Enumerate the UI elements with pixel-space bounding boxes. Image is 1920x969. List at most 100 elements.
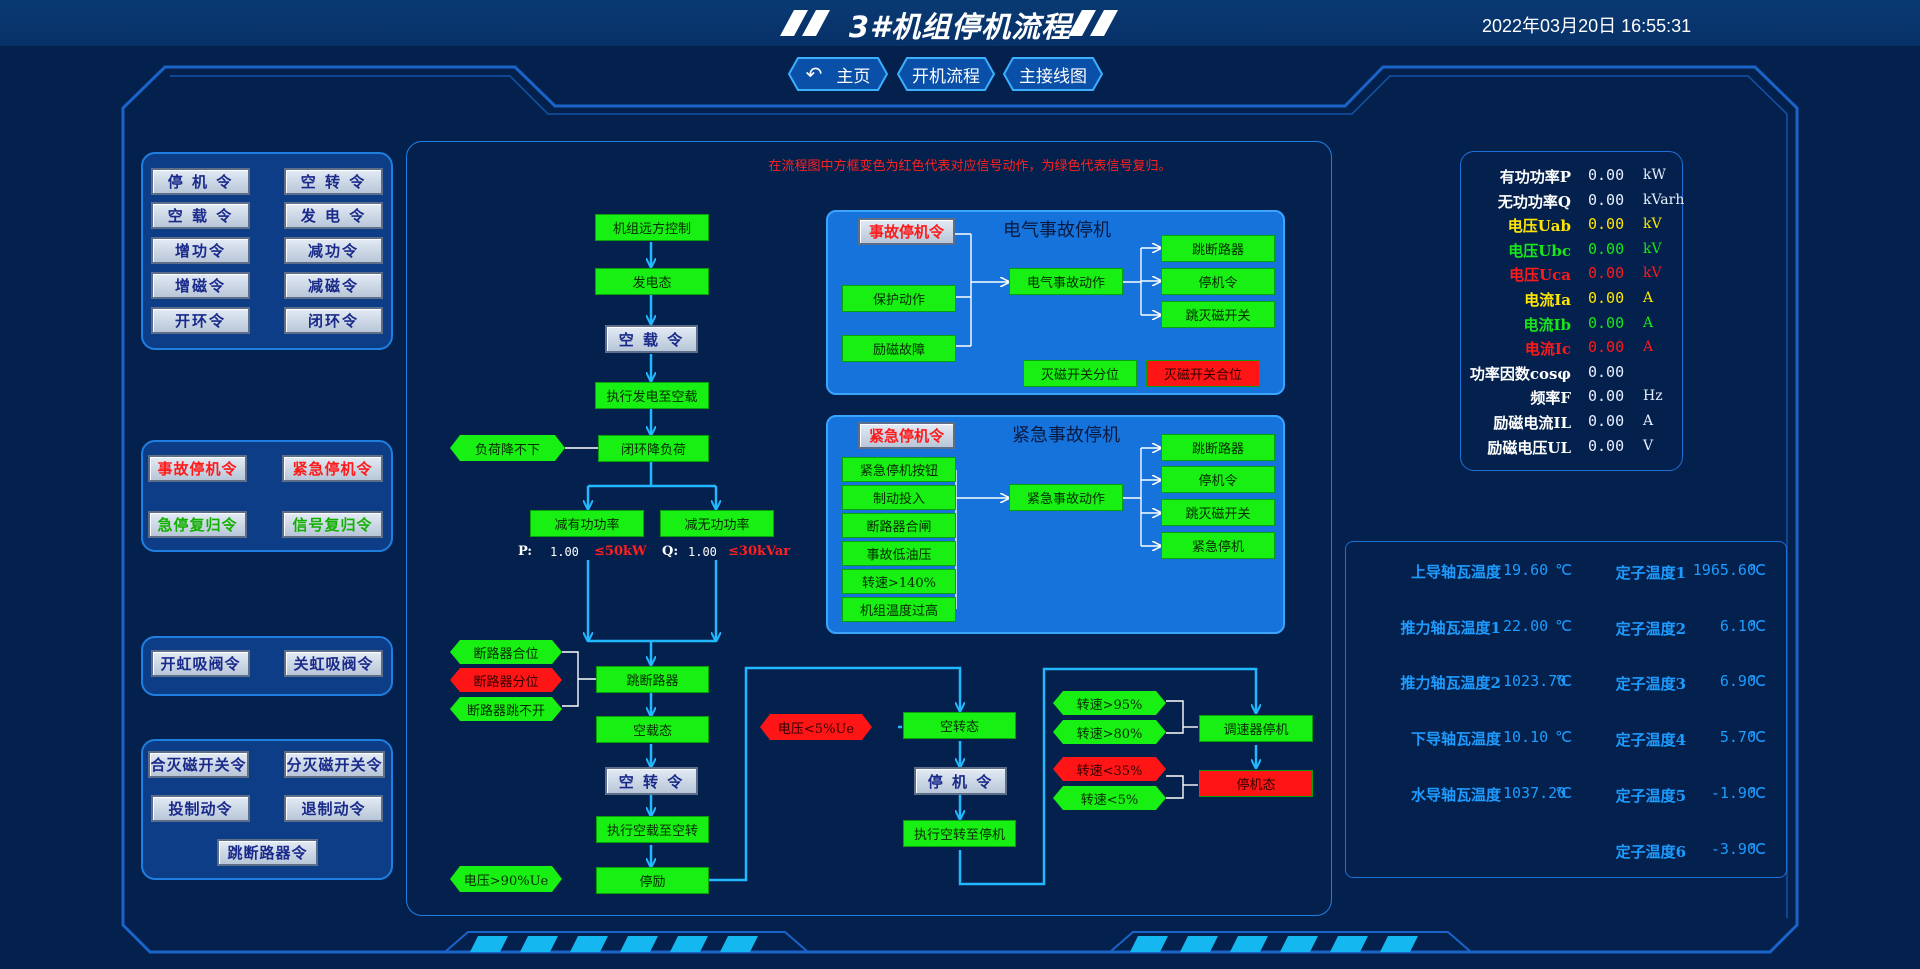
idle-state-box: 空转态 [903,712,1016,739]
temp-unit: ℃ [1555,561,1572,579]
measure-value: 0.00 [1588,264,1625,283]
em-input-oil-box: 事故低油压 [842,541,956,566]
close-fmsw-button[interactable]: 合灭磁开关令 [148,751,249,778]
de-excitation-box: 停励 [596,867,709,894]
reduce-load-box: 闭环降负荷 [598,435,709,462]
measure-label: 有功功率P [1499,168,1571,186]
temp-label: 推力轴瓦温度1 [1400,619,1501,637]
speed-gt80-signal: 转速>80% [1053,720,1166,744]
measure-value: 0.00 [1588,289,1625,307]
temp-label: 定子温度3 [1615,675,1686,693]
trip-breaker-button[interactable]: 跳断路器令 [217,839,318,866]
temp-label: 定子温度5 [1615,787,1686,805]
fmsw-closed-box: 灭磁开关合位 [1146,360,1260,387]
protection-action-box: 保护动作 [842,285,956,312]
p-value: 1.00 [550,545,579,559]
q-label: Q: [662,544,679,559]
stop-command-button[interactable]: 停 机 令 [151,168,250,195]
temp-unit: ℃ [1555,784,1572,802]
measure-label: 电压Uca [1509,266,1571,285]
ef-stop-cmd-box: 停机令 [1161,268,1275,295]
load-not-reduced-signal: 负荷降不下 [450,435,565,461]
measure-value: 0.00 [1588,387,1625,406]
close-siphon-valve-button[interactable]: 关虹吸阀令 [284,650,383,677]
measure-unit: A [1643,314,1654,331]
voltage-gt90-signal: 电压>90%Ue [450,866,562,892]
back-arrow-icon: ↶ [805,62,823,86]
electric-fault-title: 电气事故停机 [1003,220,1111,241]
flow-note: 在流程图中方框变色为红色代表对应信号动作，为绿色代表信号复归。 [768,159,1172,174]
release-brake-button[interactable]: 退制动令 [284,795,383,822]
close-loop-button[interactable]: 闭环令 [284,307,383,334]
decrease-power-button[interactable]: 减功令 [284,237,383,264]
open-loop-button[interactable]: 开环令 [151,307,250,334]
temp-label: 定子温度1 [1615,564,1686,582]
home-button[interactable]: ↶ 主页 [788,57,888,91]
idle-command-button[interactable]: 空 转 令 [284,168,383,195]
measure-label: 励磁电压UL [1487,438,1571,457]
measure-value: 0.00 [1588,412,1625,430]
measure-unit: V [1643,437,1654,454]
measure-value: 0.00 [1588,313,1625,332]
temp-label: 推力轴瓦温度2 [1400,674,1501,692]
increase-power-button[interactable]: 增功令 [151,237,250,264]
measure-unit: kV [1643,265,1662,282]
stop-command-flow-box: 停 机 令 [914,767,1007,795]
measure-label: 电压Ubc [1508,241,1571,260]
em-emergency-stop-box: 紧急停机 [1161,532,1275,559]
q-limit: ≤30kVar [728,544,791,559]
measure-unit: kVarh [1643,191,1685,208]
em-input-button-box: 紧急停机按钮 [842,457,956,482]
em-trip-breaker-box: 跳断路器 [1161,434,1275,461]
noload-command-button[interactable]: 空 载 令 [151,202,250,229]
noload-command-flow-box: 空 载 令 [605,325,698,353]
temp-value: 1023.70 [1503,672,1567,690]
temp-unit: ℃ [1749,617,1766,635]
speed-lt5-signal: 转速<5% [1053,786,1166,810]
ef-trip-fmsw-box: 跳灭磁开关 [1161,301,1275,328]
trip-breaker-box: 跳断路器 [596,666,709,693]
temp-label: 上导轴瓦温度 [1410,563,1501,581]
measure-value: 0.00 [1588,190,1625,209]
main-wiring-button[interactable]: 主接线图 [1003,57,1103,91]
speed-lt35-signal: 转速<35% [1053,757,1166,781]
measure-unit: kV [1643,240,1662,257]
open-fmsw-button[interactable]: 分灭磁开关令 [284,751,385,778]
measure-value: 0.00 [1588,436,1625,455]
generate-command-button[interactable]: 发 电 令 [284,202,383,229]
measure-label: 功率因数cosφ [1469,364,1571,383]
breaker-closed-signal: 断路器合位 [450,640,562,664]
fmsw-open-box: 灭磁开关分位 [1023,360,1137,387]
temp-value: 6.10 [1719,617,1756,635]
emergency-stop-button[interactable]: 紧急停机令 [282,455,383,482]
noload-state-box: 空载态 [596,716,709,743]
measure-unit: kW [1643,167,1666,183]
temp-unit: ℃ [1749,672,1766,690]
start-flow-button[interactable]: 开机流程 [897,57,995,91]
measure-value: 0.00 [1588,215,1625,234]
estop-reset-button[interactable]: 急停复归令 [148,511,247,538]
measure-label: 电流Ib [1523,315,1571,334]
temp-label: 定子温度4 [1615,731,1686,749]
em-input-temp-box: 机组温度过高 [842,597,956,622]
increase-excitation-button[interactable]: 增磁令 [151,272,250,299]
fault-stop-button[interactable]: 事故停机令 [148,455,247,482]
measure-label: 励磁电流IL [1493,414,1571,432]
measure-label: 电流Ia [1524,291,1571,309]
measure-unit: A [1643,339,1654,356]
signal-reset-button[interactable]: 信号复归令 [282,511,383,538]
measure-unit: A [1643,290,1654,306]
temp-value: -1.90 [1710,784,1756,802]
temperature-panel [1345,541,1787,878]
decrease-excitation-button[interactable]: 减磁令 [284,272,383,299]
reduce-reactive-power-box: 减无功功率 [660,510,774,537]
measure-label: 频率F [1530,389,1571,408]
temp-value: 1037.20 [1503,784,1567,802]
temp-value: -3.90 [1710,840,1756,858]
measure-label: 电流Ic [1524,340,1571,359]
apply-brake-button[interactable]: 投制动令 [151,795,250,822]
fault-stop-cmd-box: 事故停机令 [858,218,955,245]
speed-gt95-signal: 转速>95% [1053,691,1166,715]
open-siphon-valve-button[interactable]: 开虹吸阀令 [151,650,250,677]
exec-gen-to-noload-box: 执行发电至空载 [595,382,709,409]
